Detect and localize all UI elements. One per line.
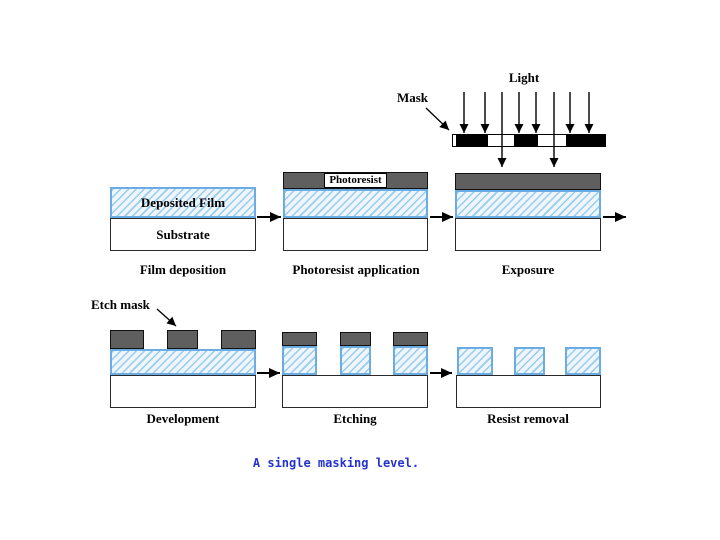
mask-label: Mask: [396, 90, 428, 105]
step-label-development: Development: [146, 411, 220, 426]
deposited-film-layer-1: Deposited Film: [110, 187, 256, 218]
substrate-layer-3: [455, 218, 601, 251]
mask-segment: [514, 135, 538, 146]
caption: A single masking level.: [252, 456, 420, 470]
deposited-film-layer-3: [455, 190, 601, 218]
substrate-layer-4: [110, 375, 256, 408]
resist-block: [340, 332, 371, 346]
photoresist-layer-3: [455, 173, 601, 190]
mask-segment: [566, 135, 605, 146]
step-label-photoresist-application: Photoresist application: [292, 262, 420, 277]
resist-block: [282, 332, 317, 346]
substrate-layer-6: [456, 375, 601, 408]
mask-bar: [452, 134, 606, 147]
resist-block: [393, 332, 428, 346]
etch-mask-label: Etch mask: [91, 297, 150, 312]
substrate-label: Substrate: [156, 226, 210, 242]
film-block: [565, 347, 601, 375]
film-block: [340, 346, 371, 375]
photoresist-label: Photoresist: [324, 173, 387, 188]
photoresist-layer-2: Photoresist: [283, 172, 428, 189]
film-block: [514, 347, 545, 375]
mask-pointer-arrow: [425, 107, 450, 131]
etch-mask-block: [167, 330, 198, 349]
film-block: [457, 347, 493, 375]
step-label-exposure: Exposure: [501, 262, 555, 277]
substrate-layer-2: [283, 218, 428, 251]
substrate-layer-5: [282, 375, 428, 408]
deposited-film-layer-4: [110, 349, 256, 375]
film-block: [393, 346, 428, 375]
deposited-film-label: Deposited Film: [140, 194, 226, 210]
step-label-etching: Etching: [333, 411, 377, 426]
light-label: Light: [508, 70, 540, 85]
etch-mask-block: [110, 330, 144, 349]
mask-segment: [456, 135, 488, 146]
etch-mask-block: [221, 330, 256, 349]
deposited-film-layer-2: [283, 189, 428, 218]
substrate-layer-1: Substrate: [110, 218, 256, 251]
step-label-film-deposition: Film deposition: [139, 262, 227, 277]
film-block: [282, 346, 317, 375]
step-label-resist-removal: Resist removal: [487, 411, 569, 426]
